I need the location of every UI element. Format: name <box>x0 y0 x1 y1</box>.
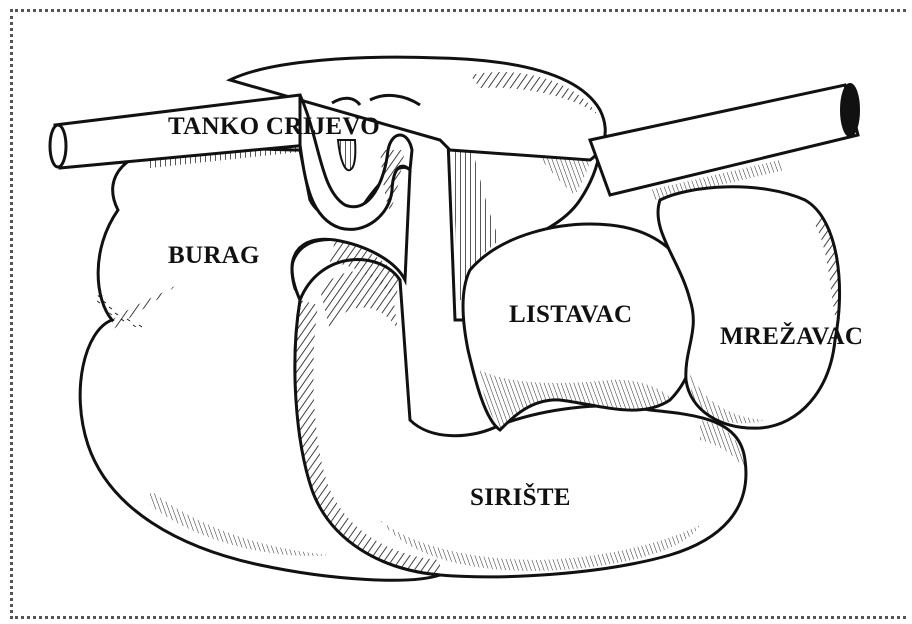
label-reticulum: MREŽAVAC <box>720 324 863 349</box>
label-small-intestine: TANKO CRIJEVO <box>168 114 380 139</box>
label-abomasum: SIRIŠTE <box>470 485 571 510</box>
label-omasum: LISTAVAC <box>509 302 632 327</box>
label-rumen: BURAG <box>168 243 260 268</box>
small-intestine-right <box>590 84 859 200</box>
